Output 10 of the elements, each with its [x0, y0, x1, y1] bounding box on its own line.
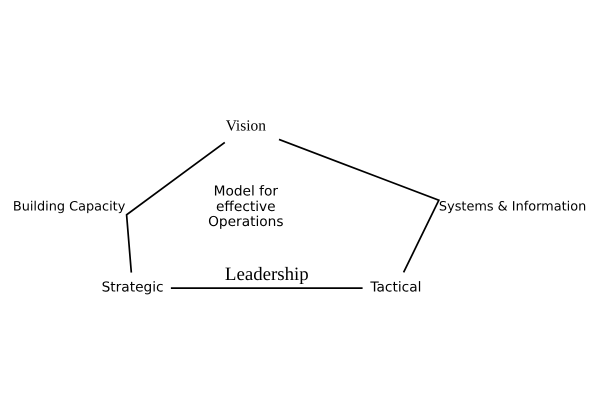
edge-label: Building Capacity [12, 199, 126, 214]
connector [126, 141, 226, 272]
connector [170, 286, 363, 288]
node-text: Strategic [102, 278, 164, 295]
connector [278, 138, 440, 272]
node-text: Vision [226, 117, 266, 134]
node-text: Tactical [370, 278, 422, 295]
edge-label: Leadership [224, 264, 309, 285]
label: Model for effective Operations [208, 182, 284, 230]
edge-label: Systems & Information [438, 199, 586, 214]
